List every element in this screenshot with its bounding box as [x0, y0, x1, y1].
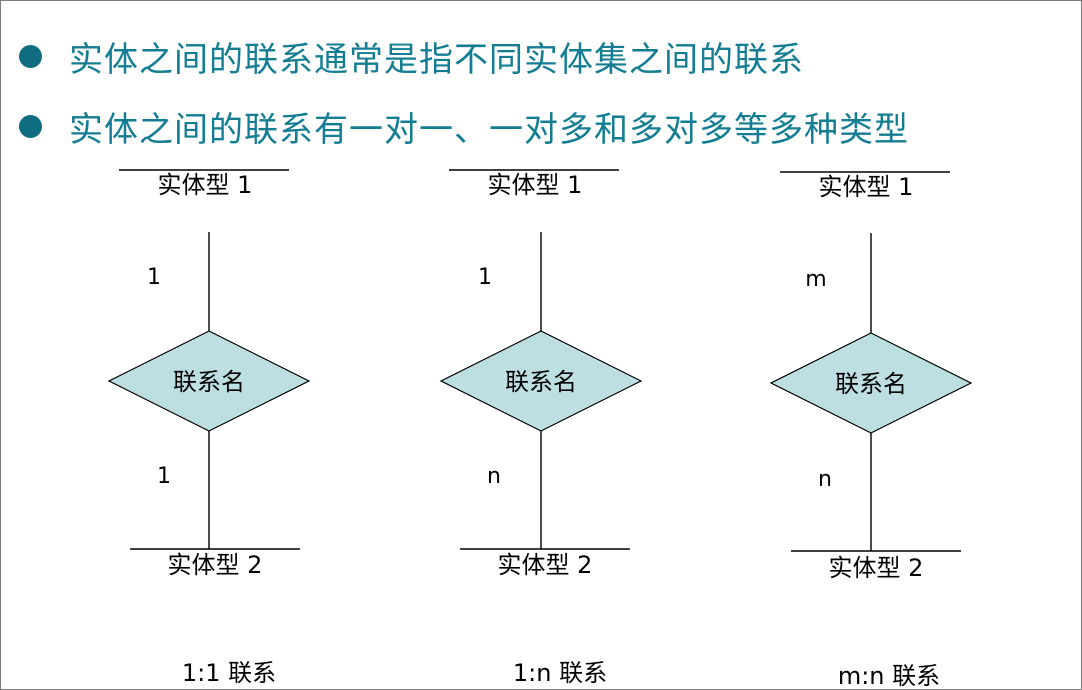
relationship-type-caption: m:n 联系	[838, 662, 940, 689]
bullet-dot-icon	[19, 114, 42, 138]
entity-top-label: 实体型 1	[158, 171, 253, 199]
entity-bottom-label: 实体型 2	[498, 551, 593, 579]
bullet-text: 实体之间的联系通常是指不同实体集之间的联系	[69, 39, 804, 80]
cardinality-top: 1	[478, 265, 492, 290]
cardinality-top: m	[805, 267, 826, 292]
cardinality-top: 1	[147, 265, 161, 290]
relationship-type-caption: 1:1 联系	[182, 659, 276, 687]
relationship-label: 联系名	[173, 368, 245, 396]
relationship-label: 联系名	[835, 370, 907, 398]
bullet-item-1: 实体之间的联系通常是指不同实体集之间的联系	[19, 28, 804, 84]
cardinality-bottom: n	[818, 467, 832, 492]
cardinality-bottom: n	[487, 464, 501, 489]
entity-top-label: 实体型 1	[488, 171, 583, 199]
relationship-type-caption: 1:n 联系	[513, 659, 607, 687]
entity-top-label: 实体型 1	[819, 173, 914, 201]
bullet-item-2: 实体之间的联系有一对一、一对多和多对多等多种类型	[19, 98, 909, 154]
bullet-text: 实体之间的联系有一对一、一对多和多对多等多种类型	[69, 109, 909, 150]
diagram-many-to-many: 实体型 1 m 联系名 n 实体型 2 m:n 联系	[769, 171, 973, 689]
relationship-label: 联系名	[505, 368, 577, 396]
diagram-one-to-one: 实体型 1 1 联系名 1 实体型 2 1:1 联系	[107, 169, 311, 687]
entity-bottom-label: 实体型 2	[168, 551, 263, 579]
diagram-one-to-many: 实体型 1 1 联系名 n 实体型 2 1:n 联系	[439, 169, 643, 687]
entity-bottom-label: 实体型 2	[829, 554, 924, 582]
bullet-dot-icon	[19, 44, 42, 68]
cardinality-bottom: 1	[157, 464, 171, 489]
